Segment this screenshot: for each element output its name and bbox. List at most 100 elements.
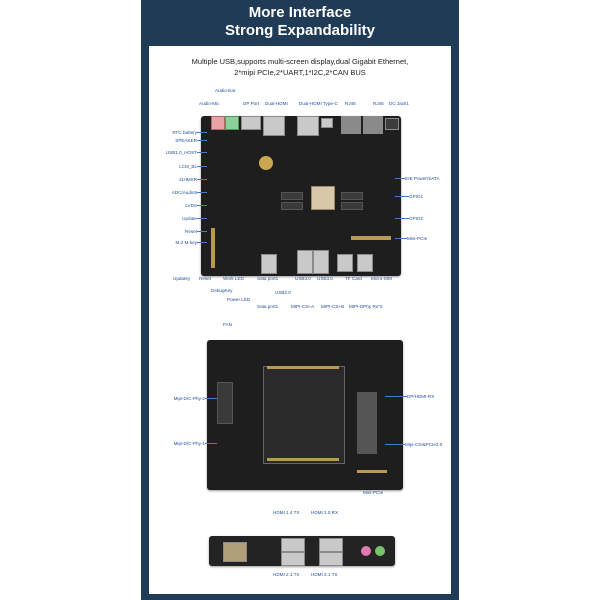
label-hdmi21-tx-b: HDMI 2.1 TX	[311, 572, 338, 577]
label-mipi-csi-pcie: Mipi-CSI&PCIe3.0	[405, 442, 443, 447]
leader-line	[197, 179, 207, 180]
board-top-view	[201, 116, 401, 276]
leader-line	[205, 398, 217, 399]
label-dp-hdmi-rx: DP/HDMI-RX	[407, 394, 435, 399]
frame: More Interface Strong Expandability Mult…	[141, 0, 459, 600]
label-type-c: Type-C	[323, 101, 338, 106]
leader-line	[197, 192, 207, 193]
leader-line	[197, 218, 207, 219]
intro-line-1: Multiple USB,supports multi-screen displ…	[191, 57, 409, 66]
label-sata-port-1: Sata port1	[257, 276, 279, 281]
label-mipi-dphy-1: Mipi-D/C-Phy-1	[173, 441, 205, 446]
label-audio-ear: Audio-Ear	[215, 88, 236, 93]
micro-sim-slot	[357, 254, 373, 272]
board-connector-bottom	[267, 458, 339, 461]
usb3-port-b	[313, 250, 329, 274]
label-work-led: Work LED	[223, 276, 244, 281]
mipi-csi-pcie-connector	[357, 392, 377, 454]
dp-port	[241, 116, 261, 130]
label-hdmi20-rx: HDMI 2.0 RX	[311, 510, 339, 515]
label-power-led: Power LED	[227, 297, 251, 302]
leader-line	[197, 231, 207, 232]
leader-line	[197, 205, 207, 206]
leader-line	[385, 444, 405, 445]
page-title: More Interface	[248, 4, 352, 21]
label-reset-bottom: Reset	[199, 276, 212, 281]
m2-slot-contacts	[211, 228, 215, 268]
leader-line	[205, 443, 217, 444]
usb3-port-a	[297, 250, 313, 274]
label-mini-pcie-bottom: Mini-PCIe	[363, 490, 384, 495]
page-subtitle: Strong Expandability	[224, 22, 375, 39]
audio-ear-port	[225, 116, 239, 130]
leader-line	[197, 140, 207, 141]
audio-mic-jack	[361, 546, 371, 556]
leader-line	[395, 238, 407, 239]
label-j1hmsr: J1HMSR	[178, 177, 197, 182]
label-tf-card: TF Card	[345, 276, 362, 281]
label-mipi-csi-b: MIPI-CSI-B	[321, 304, 345, 309]
label-audio-mic: Audio-Mic	[199, 101, 220, 106]
hdmi-port-2	[297, 116, 319, 136]
leader-line	[395, 196, 409, 197]
sata-port	[261, 254, 277, 274]
label-dp-port: DP Port	[243, 101, 259, 106]
rj45-side-port	[223, 542, 247, 562]
memory-chip-4	[341, 202, 363, 210]
rtc-battery	[259, 156, 273, 170]
label-usb3-b: USB3.0	[317, 276, 333, 281]
label-mini-pcie: Mini-PCIe	[407, 236, 428, 241]
label-dual-hdmi-2: Dual-HDMI	[299, 101, 322, 106]
mini-pcie-contacts	[351, 236, 391, 240]
memory-chip-1	[281, 192, 303, 200]
intro-line-2: 2*mipi PCIe,2*UART,1*I2C,2*CAN BUS	[234, 68, 366, 77]
label-hdmi21-tx-a: HDMI 2.1 TX	[273, 572, 300, 577]
memory-chip-2	[281, 202, 303, 210]
label-rj45-1: RJ45	[345, 101, 356, 106]
label-mipi-csi-a: MIPI-CSI-A	[291, 304, 315, 309]
label-usb-host: USB1.0_HOST	[165, 150, 197, 155]
label-dc-jack: DC Jack1	[389, 101, 409, 106]
hdmi-port-1	[263, 116, 285, 136]
label-mipi-dphy-2: Mipi-D/C-Phy-2	[173, 396, 205, 401]
tf-card-slot	[337, 254, 353, 272]
label-dual-hdmi-1: Dual-HDMI	[265, 101, 288, 106]
content-panel: Multiple USB,supports multi-screen displ…	[149, 46, 451, 594]
memory-chip-3	[341, 192, 363, 200]
label-rj45-2: RJ45	[373, 101, 384, 106]
label-micro-sim: Micro-SIM	[371, 276, 392, 281]
label-rtc-battery: RTC battery	[172, 130, 197, 135]
label-gpio1: GPIO1	[409, 194, 424, 199]
label-reset: Reset	[184, 229, 197, 234]
leader-line	[395, 178, 405, 179]
leader-line	[197, 166, 207, 167]
leader-line	[197, 152, 207, 153]
header: More Interface Strong Expandability	[141, 0, 459, 46]
hdmi-21-tx-port-a	[281, 552, 305, 566]
label-mipi-dphy: MIPI-DPhy Rx*2	[349, 304, 383, 309]
label-ide-power: IDE Power/SATA	[405, 176, 440, 181]
label-update: Update	[182, 216, 197, 221]
label-usb2: USB2.0	[275, 290, 291, 295]
leader-line	[395, 218, 409, 219]
board-bottom-view	[207, 340, 403, 490]
label-sata-port-2: Sata port1	[257, 304, 279, 309]
label-usb3-a: USB3.0	[295, 276, 311, 281]
label-gpio2: GPIO2	[409, 216, 424, 221]
board-connector-top	[267, 366, 339, 369]
label-lcm-bl: LCM_BL	[179, 164, 197, 169]
label-updatey: Updatey	[173, 276, 191, 281]
dc-jack-port	[385, 118, 399, 130]
label-speaker: SPEAKER	[175, 138, 197, 143]
leader-line	[197, 242, 207, 243]
label-debug-key: DebugKey	[211, 288, 233, 293]
mini-pcie-slot	[357, 470, 387, 473]
intro-text: Multiple USB,supports multi-screen displ…	[149, 56, 451, 78]
rj45-port-2	[363, 116, 383, 134]
label-adc-audio: ADC/Audio5	[171, 190, 197, 195]
label-lvds: LVDS	[185, 203, 197, 208]
hdmi-14-tx-port	[281, 538, 305, 552]
label-m2-key: M.2 M-key	[175, 240, 197, 245]
label-fan: FAN	[223, 322, 232, 327]
audio-ear-jack	[375, 546, 385, 556]
